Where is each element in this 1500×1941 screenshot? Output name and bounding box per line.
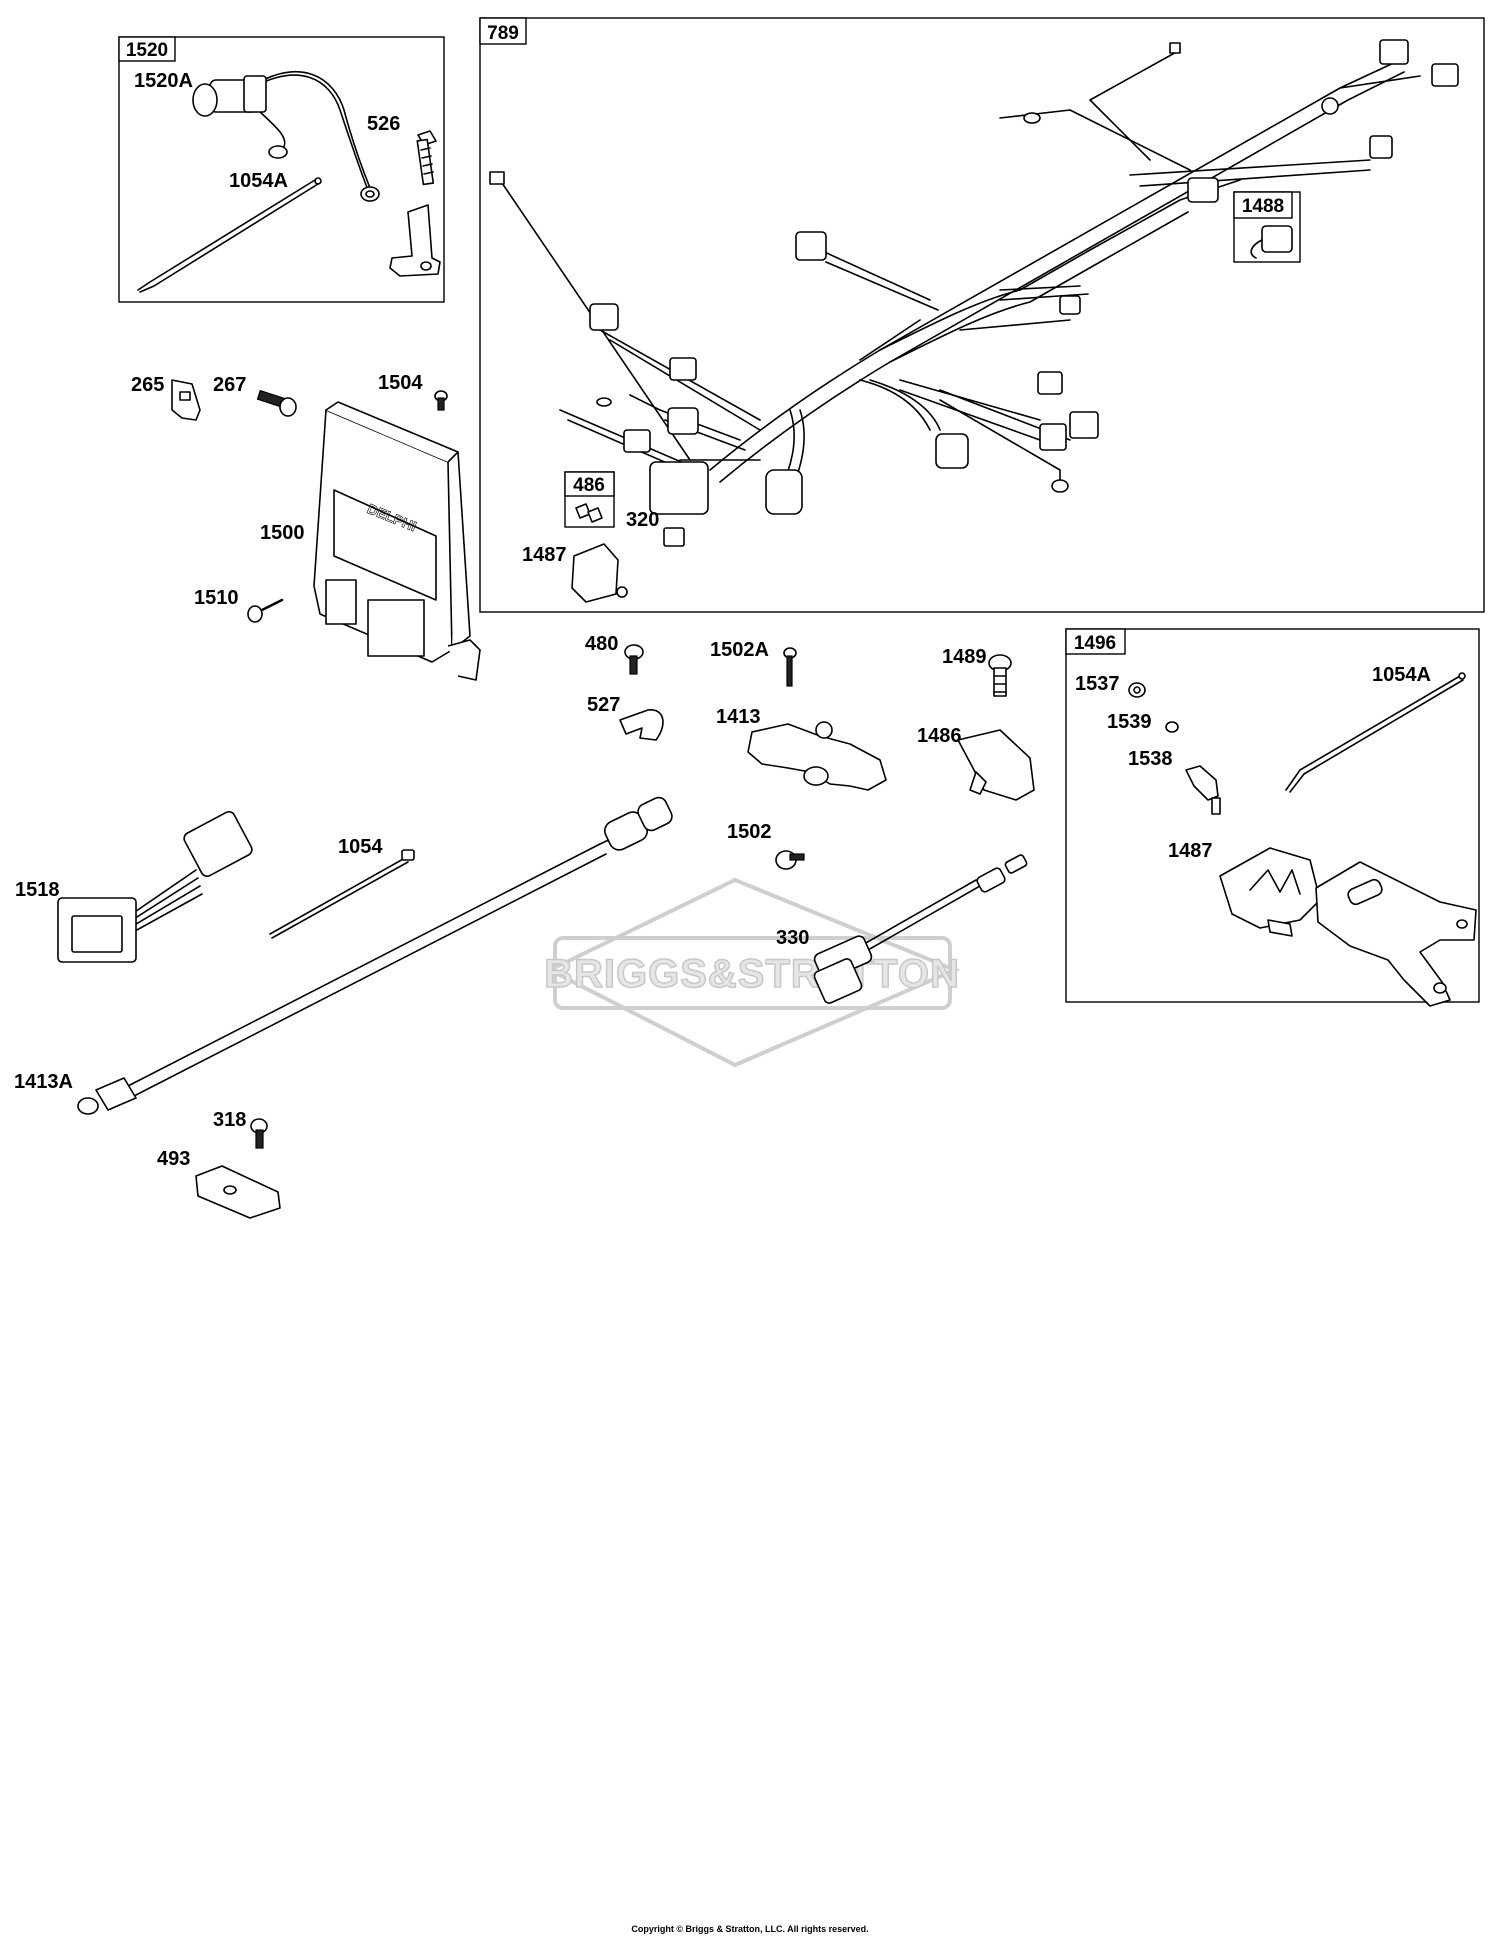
part-1537-nut <box>1128 682 1146 698</box>
callout-265: 265 <box>131 374 164 396</box>
callout-267: 267 <box>213 374 246 396</box>
part-480-screw <box>624 644 644 675</box>
part-1054-cable-tie <box>269 849 415 939</box>
watermark-text: BRIGGS&STRATTON <box>544 952 960 996</box>
group-1496-frame <box>1065 628 1480 1003</box>
callout-1537: 1537 <box>1075 673 1120 695</box>
svg-text:486: 486 <box>573 475 605 496</box>
callout-1413: 1413 <box>716 706 761 728</box>
part-bracket-1496 <box>1315 861 1477 1007</box>
group-tag-1496: 1496 <box>1065 628 1126 655</box>
callout-1487-b: 1487 <box>1168 840 1213 862</box>
callout-1502a: 1502A <box>710 639 769 661</box>
part-1520a-sensor <box>192 70 380 202</box>
part-320-fuse <box>663 527 685 547</box>
callout-1413a: 1413A <box>14 1071 73 1093</box>
part-1489-bolt <box>988 654 1012 697</box>
part-1538-stud <box>1185 765 1221 815</box>
part-318-screw <box>250 1118 268 1149</box>
part-1413-sensor <box>747 721 887 791</box>
part-1518-connector <box>57 810 253 963</box>
callout-1486: 1486 <box>917 725 962 747</box>
part-267-bolt <box>256 389 297 417</box>
part-1488-connector <box>1250 225 1293 259</box>
callout-1504: 1504 <box>378 372 423 394</box>
part-1504-screw <box>434 390 448 411</box>
callout-1500: 1500 <box>260 522 305 544</box>
part-265-clip <box>171 379 201 421</box>
briggs-stratton-watermark: BRIGGS&STRATTON <box>543 877 961 1068</box>
callout-330: 330 <box>776 927 809 949</box>
part-1486-sensor <box>957 729 1035 801</box>
part-789-wire-harness <box>489 39 1459 515</box>
group-tag-1520: 1520 <box>118 36 176 62</box>
callout-1054: 1054 <box>338 836 383 858</box>
callout-1502: 1502 <box>727 821 772 843</box>
group-tag-1488: 1488 <box>1233 191 1293 219</box>
part-1054a-cable-tie <box>137 177 322 293</box>
group-789-frame <box>479 17 1485 613</box>
svg-text:1488: 1488 <box>1242 196 1284 217</box>
part-1502a-screw <box>783 647 797 687</box>
callout-320: 320 <box>626 509 659 531</box>
part-1502-screw <box>775 850 805 870</box>
part-526-bolt <box>416 130 437 186</box>
group-tag-486: 486 <box>564 471 615 497</box>
callout-1538: 1538 <box>1128 748 1173 770</box>
svg-text:1496: 1496 <box>1074 633 1116 654</box>
group-1520-frame <box>118 36 445 303</box>
callout-1510: 1510 <box>194 587 239 609</box>
part-1500-ecu: DELPHI <box>313 401 481 681</box>
callout-1054a: 1054A <box>229 170 288 192</box>
svg-text:789: 789 <box>487 23 519 44</box>
part-1487-connector-a <box>571 543 628 603</box>
callout-1054a-b: 1054A <box>1372 664 1431 686</box>
part-527-clamp <box>619 709 664 741</box>
callout-480: 480 <box>585 633 618 655</box>
callout-1520a: 1520A <box>134 70 193 92</box>
part-1510-bolt <box>247 598 284 623</box>
callout-1518: 1518 <box>15 879 60 901</box>
group-tag-789: 789 <box>479 17 527 45</box>
callout-493: 493 <box>157 1148 190 1170</box>
callout-1489: 1489 <box>942 646 987 668</box>
copyright-notice: Copyright © Briggs & Stratton, LLC. All … <box>631 1924 869 1934</box>
part-bracket <box>389 204 441 277</box>
part-1413a-sensor <box>77 796 673 1115</box>
callout-1487: 1487 <box>522 544 567 566</box>
part-1487-connector-b <box>1219 847 1321 937</box>
part-493-bracket <box>195 1165 281 1219</box>
callout-526: 526 <box>367 113 400 135</box>
part-1054a-cable-tie-b <box>1285 672 1466 793</box>
callout-1539: 1539 <box>1107 711 1152 733</box>
part-486-terminal <box>575 503 603 523</box>
part-1539-washer <box>1165 721 1179 733</box>
svg-text:1520: 1520 <box>126 40 168 61</box>
callout-318: 318 <box>213 1109 246 1131</box>
callout-527: 527 <box>587 694 620 716</box>
part-330-oxygen-sensor <box>813 854 1028 1004</box>
